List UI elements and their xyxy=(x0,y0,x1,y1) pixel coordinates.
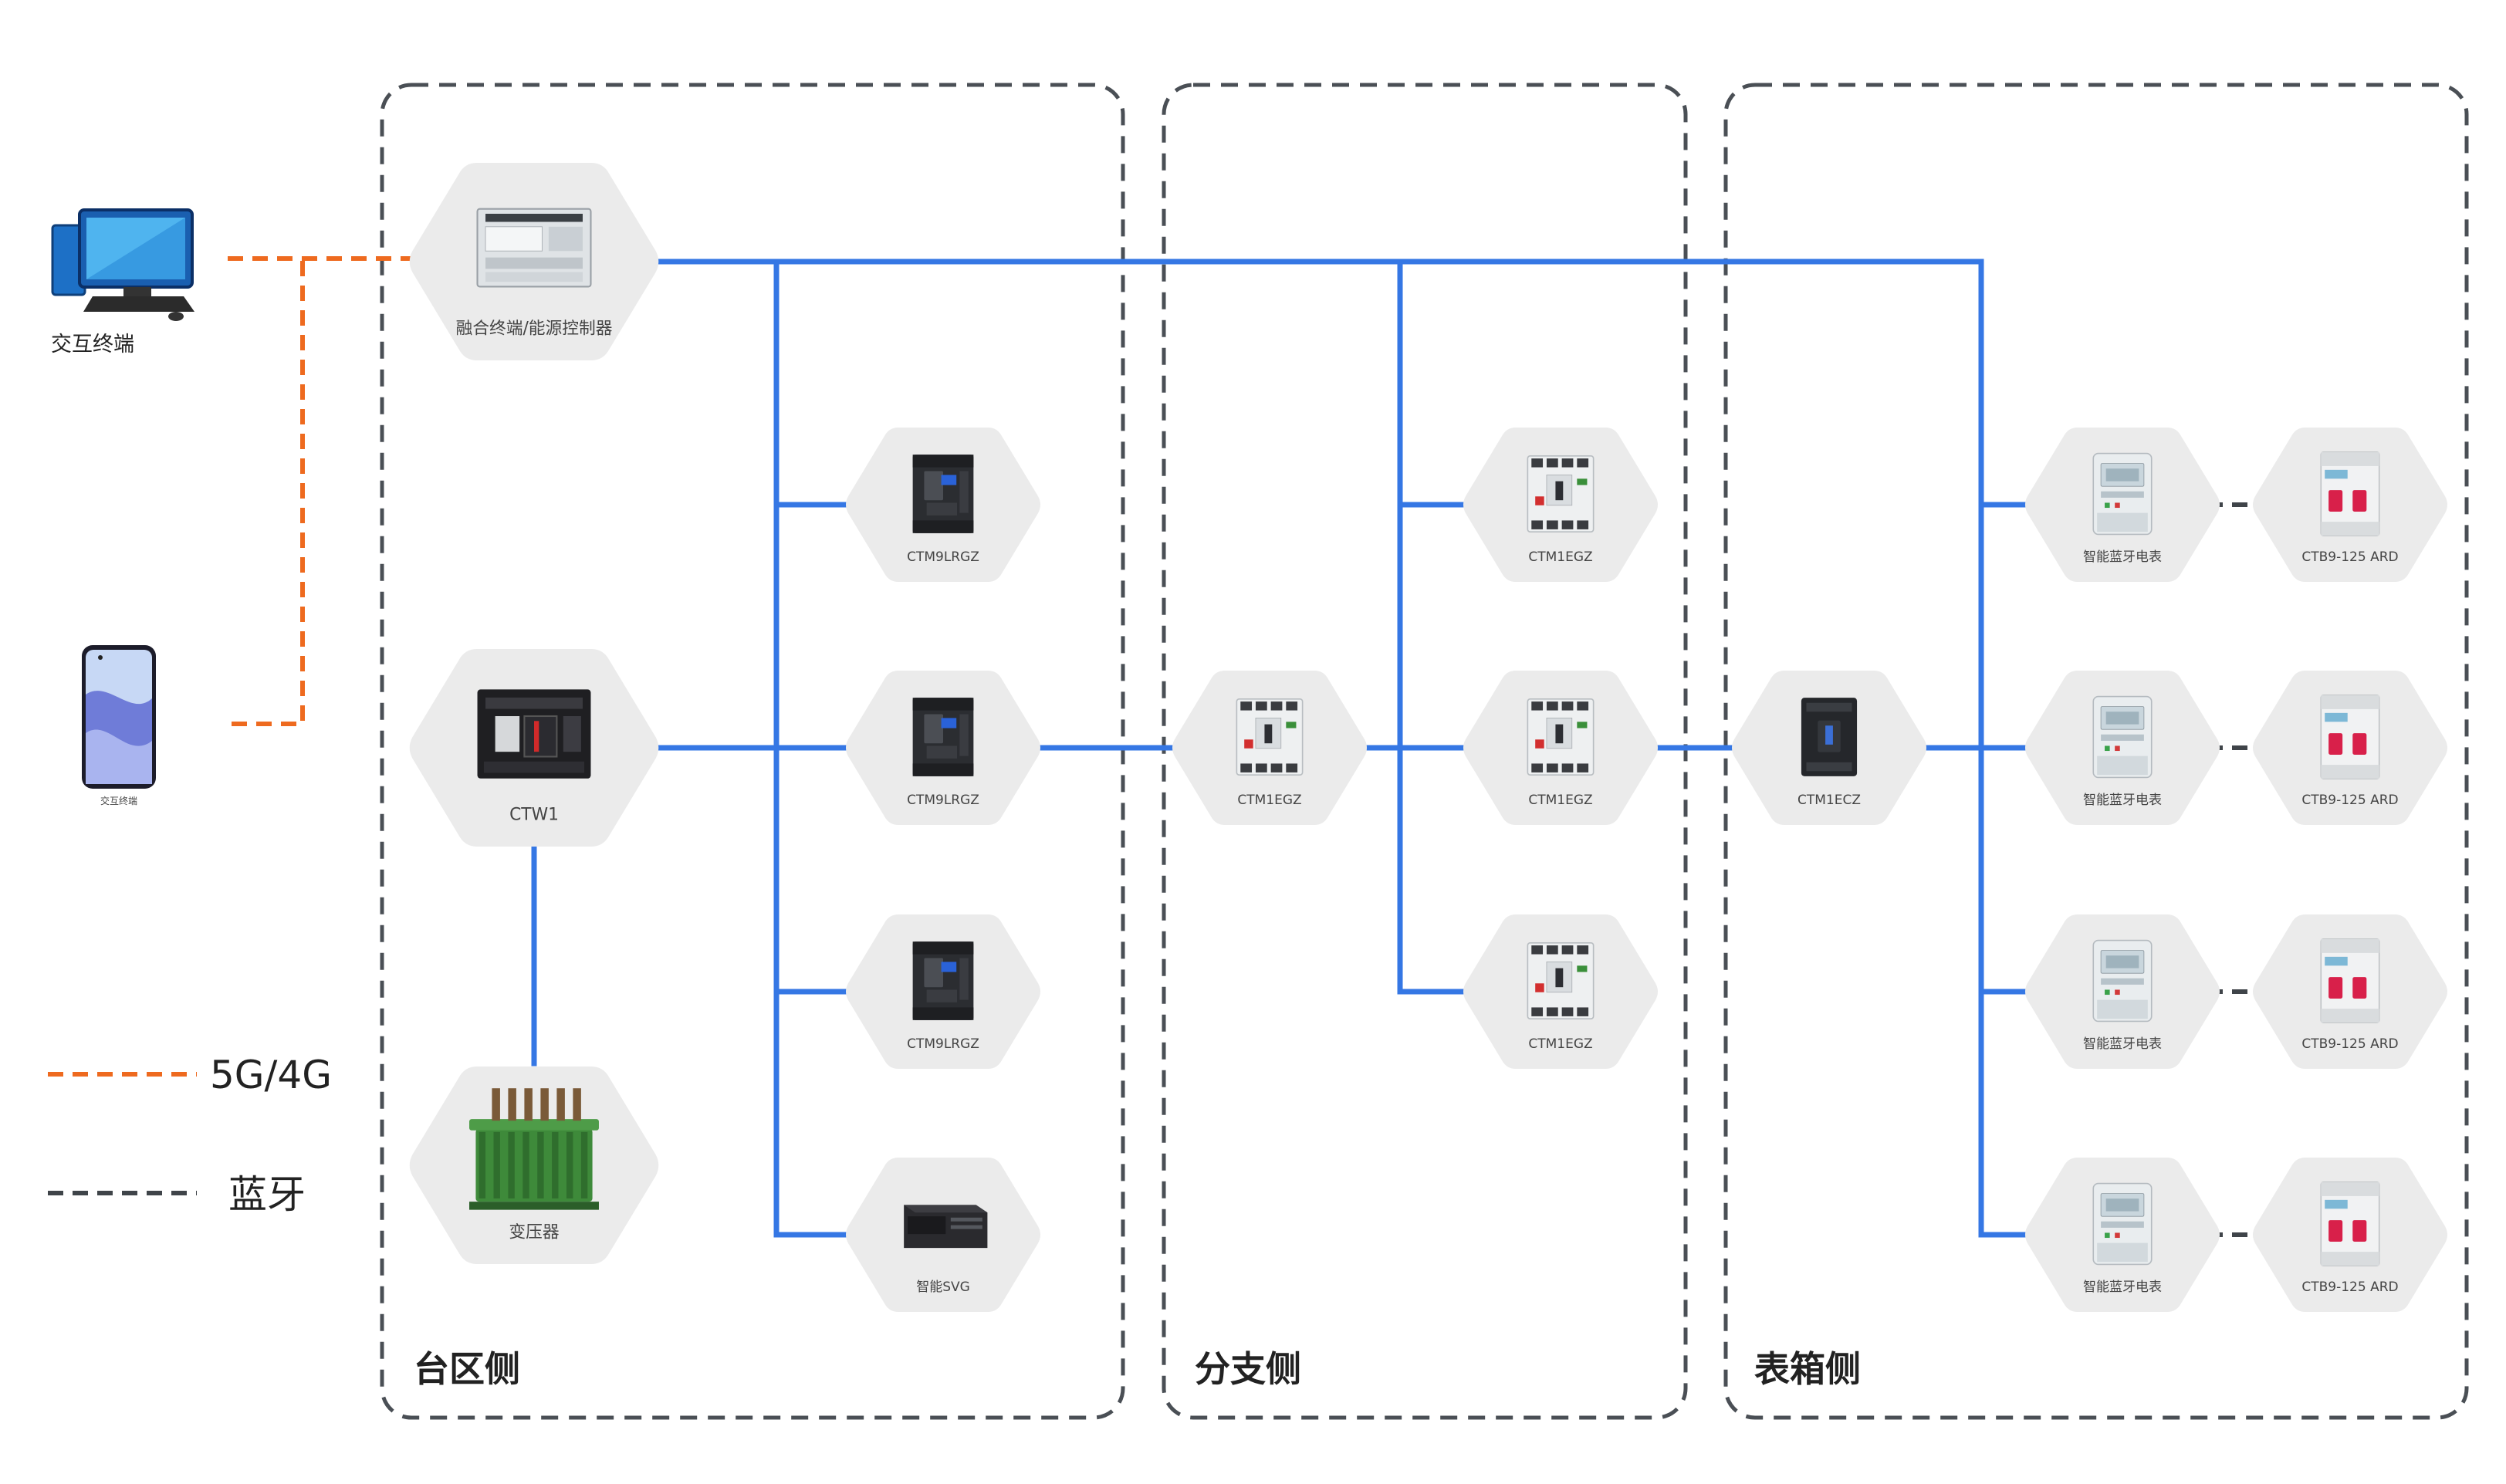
device-meter4[interactable]: 智能蓝牙电表 xyxy=(2025,1158,2220,1312)
device-fusion[interactable]: 融合终端/能源控制器 xyxy=(409,163,659,360)
device-ctb4[interactable]: CTB9-125 ARD xyxy=(2253,1158,2447,1312)
terminal-pc[interactable]: 交互终端 xyxy=(51,208,194,357)
smartphone-icon xyxy=(82,645,156,789)
legend-cellular-label: 5G/4G xyxy=(210,1053,332,1097)
device-label: 智能蓝牙电表 xyxy=(2083,1036,2162,1052)
transformer-icon xyxy=(469,1088,599,1210)
device-label: CTB9-125 ARD xyxy=(2301,793,2398,808)
miniature-breaker-icon xyxy=(2320,451,2380,536)
molded-case-breaker-icon xyxy=(1236,698,1304,776)
device-label: CTM1EGZ xyxy=(1528,1036,1592,1052)
desktop-computer-icon xyxy=(51,208,194,321)
device-label: 智能蓝牙电表 xyxy=(2083,793,2162,808)
device-ctw1[interactable]: CTW1 xyxy=(409,649,659,847)
device-label: CTM1ECZ xyxy=(1797,793,1861,808)
phone-to-fusion-link xyxy=(232,259,305,726)
molded-case-breaker-icon xyxy=(1527,455,1595,533)
device-label: CTB9-125 ARD xyxy=(2301,1279,2398,1295)
zone-title-biaoxiang: 表箱侧 xyxy=(1754,1348,1861,1390)
legend-bluetooth-label: 蓝牙 xyxy=(228,1172,306,1217)
device-egz_main[interactable]: CTM1EGZ xyxy=(1172,671,1367,825)
device-label: CTM9LRGZ xyxy=(907,549,979,565)
device-label: CTM9LRGZ xyxy=(907,1036,979,1052)
device-svg[interactable]: 智能SVG xyxy=(846,1158,1040,1312)
dark-molded-case-breaker-icon xyxy=(1801,698,1858,776)
zone-title-taiqu: 台区侧 xyxy=(414,1348,520,1390)
device-label: CTB9-125 ARD xyxy=(2301,549,2398,565)
bluetooth-links xyxy=(2207,502,2264,1237)
smart-meter-icon xyxy=(2092,939,2153,1023)
air-circuit-breaker-icon xyxy=(477,689,591,779)
fusion-terminal-icon xyxy=(476,208,592,288)
device-transformer[interactable]: 变压器 xyxy=(409,1067,659,1264)
device-label: CTW1 xyxy=(509,805,559,824)
device-ctb3[interactable]: CTB9-125 ARD xyxy=(2253,914,2447,1069)
device-meter2[interactable]: 智能蓝牙电表 xyxy=(2025,671,2220,825)
zone-frame-biaoxiang xyxy=(1723,83,2469,1420)
device-meter3[interactable]: 智能蓝牙电表 xyxy=(2025,914,2220,1069)
miniature-breaker-icon xyxy=(2320,1181,2380,1266)
device-label: CTB9-125 ARD xyxy=(2301,1036,2398,1052)
device-label: CTM1EGZ xyxy=(1237,793,1301,808)
residual-current-breaker-icon xyxy=(912,698,974,776)
smart-meter-icon xyxy=(2092,695,2153,779)
device-label: CTM9LRGZ xyxy=(907,793,979,808)
legend: 5G/4G 蓝牙 xyxy=(48,1053,332,1217)
device-egz3[interactable]: CTM1EGZ xyxy=(1463,914,1658,1069)
device-meter1[interactable]: 智能蓝牙电表 xyxy=(2025,428,2220,582)
zone-frame-taiqu xyxy=(380,83,1125,1420)
smart-meter-icon xyxy=(2092,452,2153,536)
device-ctb1[interactable]: CTB9-125 ARD xyxy=(2253,428,2447,582)
device-egz2[interactable]: CTM1EGZ xyxy=(1463,671,1658,825)
molded-case-breaker-icon xyxy=(1527,698,1595,776)
zone-frame-fenzhi xyxy=(1162,83,1688,1420)
zone-title-fenzhi: 分支侧 xyxy=(1195,1348,1301,1390)
terminal-phone[interactable]: 交互终端 xyxy=(82,645,156,806)
cellular-links xyxy=(228,256,428,726)
device-lrgz3[interactable]: CTM9LRGZ xyxy=(846,914,1040,1069)
device-label: 智能蓝牙电表 xyxy=(2083,1279,2162,1295)
device-lrgz2[interactable]: CTM9LRGZ xyxy=(846,671,1040,825)
device-label: 智能SVG xyxy=(916,1279,970,1295)
molded-case-breaker-icon xyxy=(1527,941,1595,1020)
device-label: 变压器 xyxy=(509,1222,559,1242)
terminal-pc-label: 交互终端 xyxy=(51,333,134,357)
device-ctb2[interactable]: CTB9-125 ARD xyxy=(2253,671,2447,825)
smart-meter-icon xyxy=(2092,1182,2153,1266)
miniature-breaker-icon xyxy=(2320,695,2380,779)
bus-lines xyxy=(531,259,2041,1238)
zone-frames xyxy=(380,83,2469,1420)
device-label: CTM1EGZ xyxy=(1528,549,1592,565)
device-label: CTM1EGZ xyxy=(1528,793,1592,808)
device-ecz[interactable]: CTM1ECZ xyxy=(1732,671,1926,825)
miniature-breaker-icon xyxy=(2320,938,2380,1023)
device-label: 融合终端/能源控制器 xyxy=(455,319,612,338)
terminal-phone-label: 交互终端 xyxy=(100,795,137,806)
device-egz1[interactable]: CTM1EGZ xyxy=(1463,428,1658,582)
residual-current-breaker-icon xyxy=(912,455,974,533)
devices-layer: 融合终端/能源控制器 CTW1 变压器 CTM9LRGZ CTM9LRGZ CTM9LRG… xyxy=(409,163,2447,1312)
svg-compensator-icon xyxy=(904,1205,988,1249)
device-label: 智能蓝牙电表 xyxy=(2083,549,2162,565)
device-lrgz1[interactable]: CTM9LRGZ xyxy=(846,428,1040,582)
residual-current-breaker-icon xyxy=(912,941,974,1020)
